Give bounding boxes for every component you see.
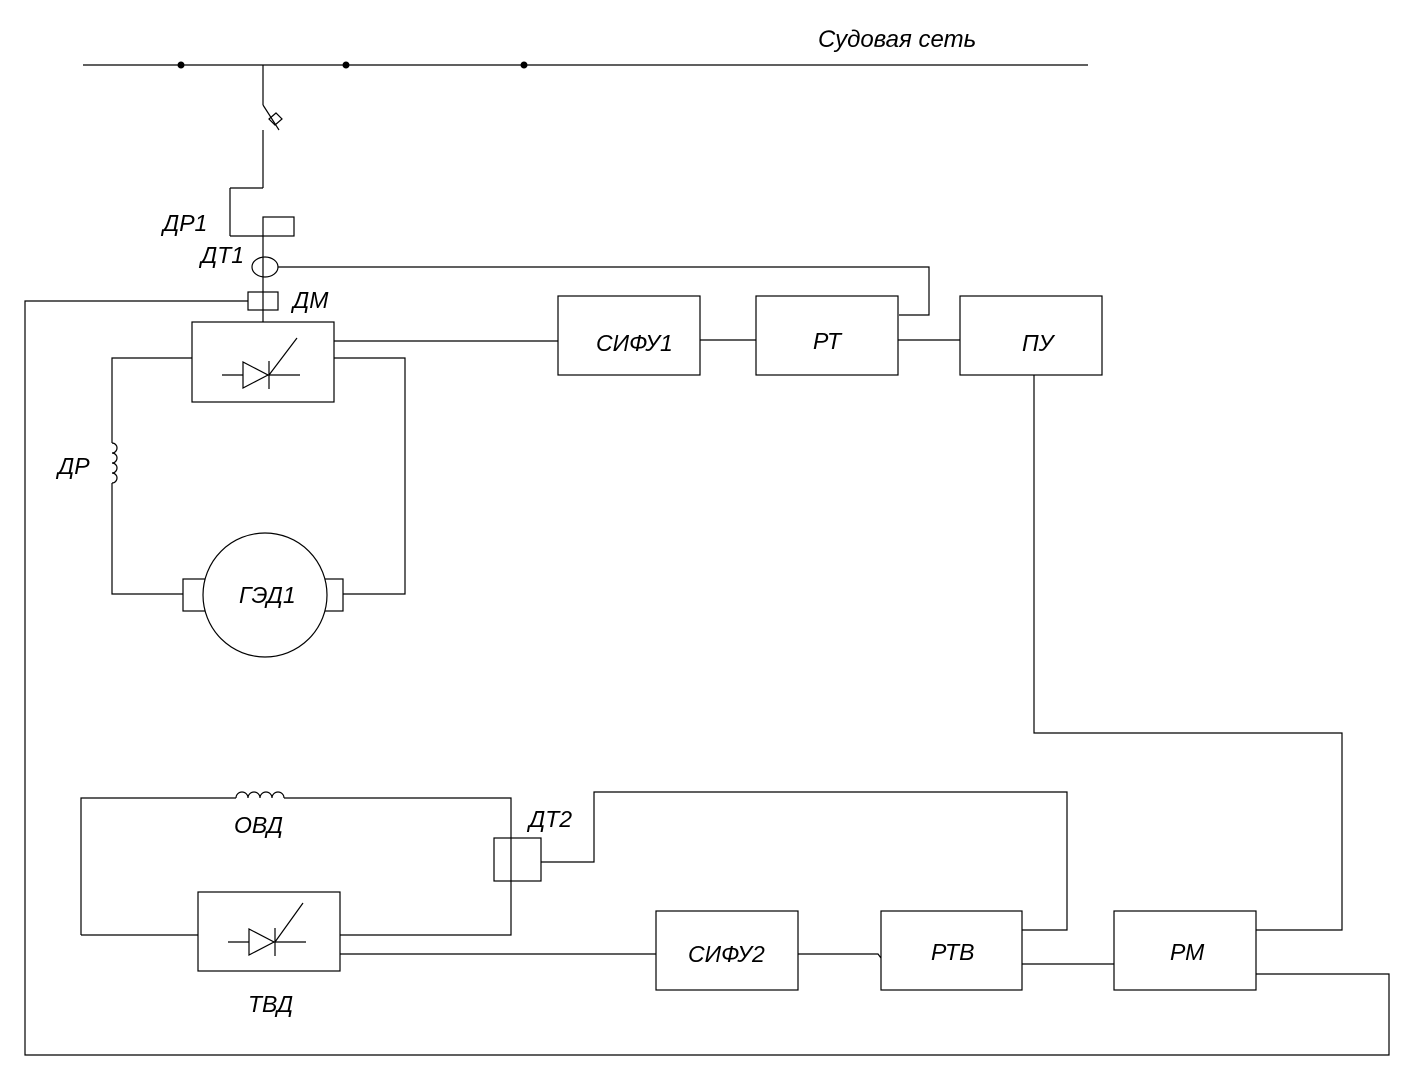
dt2-feedback-line <box>541 791 1068 931</box>
dt2-label: ДТ2 <box>526 806 572 832</box>
ovd-wire-left <box>80 797 236 935</box>
sifu2-label: СИФУ2 <box>688 941 765 967</box>
dr-choke-coil <box>111 442 118 484</box>
ovd-label: ОВД <box>234 812 283 838</box>
dt1-label: ДТ1 <box>198 242 244 268</box>
sifu1-label: СИФУ1 <box>596 330 673 356</box>
rt-block <box>755 295 899 376</box>
ged1-motor <box>182 532 344 658</box>
dr1-relay-coil <box>262 216 295 237</box>
rm-block <box>1113 910 1257 991</box>
pu-block <box>959 295 1103 376</box>
sifu2-to-rtv-line <box>798 953 882 959</box>
circuit-breaker <box>229 65 283 237</box>
motor-wire-left-bottom <box>111 483 183 595</box>
dt1-current-sensor <box>251 256 279 278</box>
rt-label: РТ <box>813 328 843 354</box>
sifu2-block <box>655 910 799 991</box>
dr1-label: ДР1 <box>160 210 207 236</box>
thyristor-converter-1 <box>191 321 335 403</box>
motor-wire-right <box>334 357 406 595</box>
dt2-current-sensor <box>493 837 542 882</box>
pu-label: ПУ <box>1022 330 1056 356</box>
dr-label: ДР <box>55 453 90 479</box>
tvd-label: ТВД <box>248 991 293 1017</box>
bus-node-1 <box>177 61 185 69</box>
pu-to-rm-line <box>1033 375 1343 931</box>
bus-node-2 <box>342 61 350 69</box>
motor-wire-left-top <box>111 357 192 443</box>
rtv-label: РТВ <box>931 939 974 965</box>
network-label: Судовая сеть <box>818 26 976 53</box>
dm-feedback-loop <box>24 300 1390 1056</box>
ovd-field-winding <box>235 791 285 799</box>
ged1-label: ГЭД1 <box>239 582 296 608</box>
rm-label: РМ <box>1170 939 1205 965</box>
sifu1-block <box>557 295 701 376</box>
dt1-feedback-line <box>278 266 930 316</box>
rtv-block <box>880 910 1023 991</box>
tvd-thyristor-converter <box>197 891 341 972</box>
dm-label: ДМ <box>290 287 329 313</box>
bus-node-3 <box>520 61 528 69</box>
